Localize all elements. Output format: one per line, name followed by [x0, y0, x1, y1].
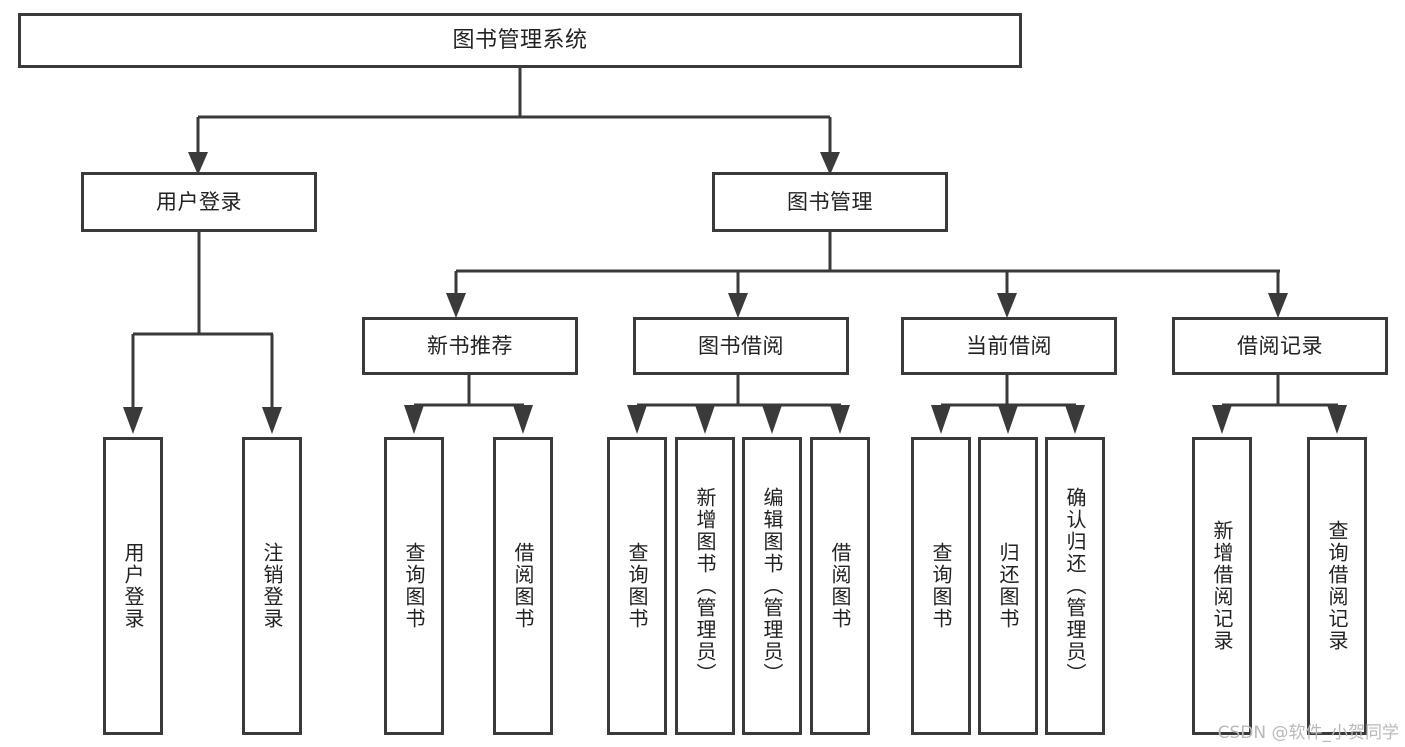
arrow-head-newbook-leaf-2 [513, 405, 533, 434]
leaf-bookborrow-borrow-book[interactable]: 借阅图书 [810, 437, 870, 735]
arrow-head-bookborrow-leaf-1 [627, 405, 647, 434]
arrow-head-currentborrow-leaf-3 [1065, 405, 1085, 434]
node-label: 新增借阅记录 [1210, 520, 1234, 652]
arrow-head-bookborrow-leaf-4 [830, 405, 850, 434]
node-book-borrowing[interactable]: 图书借阅 [633, 317, 849, 375]
arrow-head-borrowrecord-leaf-1 [1212, 405, 1232, 434]
leaf-user-login[interactable]: 用户登录 [103, 437, 163, 735]
node-label: 图书借阅 [698, 333, 784, 358]
leaf-logout[interactable]: 注销登录 [242, 437, 302, 735]
watermark: CSDN @软件_小贺同学 [1217, 723, 1399, 743]
arrow-head-bookborrow-leaf-2 [695, 405, 715, 434]
arrow-head-newbook [446, 293, 466, 318]
leaf-borrowrecord-add-record[interactable]: 新增借阅记录 [1192, 437, 1252, 735]
node-label: 查询图书 [625, 542, 649, 630]
leaf-bookborrow-query-book[interactable]: 查询图书 [607, 437, 667, 735]
arrow-head-borrowrecord [1268, 293, 1288, 318]
node-label: 图书管理系统 [452, 27, 588, 53]
leaf-currentborrow-return-book[interactable]: 归还图书 [978, 437, 1038, 735]
leaf-borrowrecord-query-record[interactable]: 查询借阅记录 [1307, 437, 1367, 735]
node-label: 归还图书 [996, 542, 1020, 630]
node-label: 新书推荐 [427, 333, 513, 358]
node-label: 查询图书 [402, 542, 426, 630]
arrow-head-bookborrow-leaf-3 [762, 405, 782, 434]
arrow-head-user-login-leaf [123, 407, 143, 434]
node-borrow-record[interactable]: 借阅记录 [1172, 317, 1388, 375]
leaf-currentborrow-confirm-return-admin[interactable]: 确认归还（管理员） [1045, 437, 1105, 735]
node-label: 查询借阅记录 [1325, 520, 1349, 652]
arrow-head-currentborrow-leaf-2 [998, 405, 1018, 434]
node-label: 新增图书（管理员） [693, 487, 717, 685]
node-new-book-recommendation[interactable]: 新书推荐 [362, 317, 578, 375]
arrow-head-borrowrecord-leaf-2 [1327, 405, 1347, 434]
node-label: 借阅图书 [511, 542, 535, 630]
node-current-borrowing[interactable]: 当前借阅 [901, 317, 1117, 375]
leaf-newbook-query-book[interactable]: 查询图书 [384, 437, 444, 735]
node-label: 编辑图书（管理员） [760, 487, 784, 685]
node-label: 确认归还（管理员） [1063, 487, 1087, 685]
node-root-book-management-system[interactable]: 图书管理系统 [18, 13, 1022, 68]
node-label: 图书管理 [787, 189, 873, 214]
arrow-head-logout-leaf [262, 407, 282, 434]
node-label: 借阅记录 [1237, 333, 1323, 358]
node-label: 借阅图书 [828, 542, 852, 630]
node-label: 查询图书 [929, 542, 953, 630]
leaf-newbook-borrow-book[interactable]: 借阅图书 [493, 437, 553, 735]
node-user-login[interactable]: 用户登录 [81, 172, 317, 232]
node-label: 当前借阅 [966, 333, 1052, 358]
arrow-head-currentborrow-leaf-1 [931, 405, 951, 434]
arrow-head-newbook-leaf-1 [404, 405, 424, 434]
leaf-bookborrow-edit-book-admin[interactable]: 编辑图书（管理员） [742, 437, 802, 735]
leaf-currentborrow-query-book[interactable]: 查询图书 [911, 437, 971, 735]
arrow-head-bookborrow [728, 293, 748, 318]
node-label: 用户登录 [121, 542, 145, 630]
node-label: 用户登录 [156, 189, 242, 214]
node-label: 注销登录 [260, 542, 284, 630]
node-book-management[interactable]: 图书管理 [712, 172, 948, 232]
leaf-bookborrow-add-book-admin[interactable]: 新增图书（管理员） [675, 437, 735, 735]
arrow-head-currentborrow [997, 293, 1017, 318]
